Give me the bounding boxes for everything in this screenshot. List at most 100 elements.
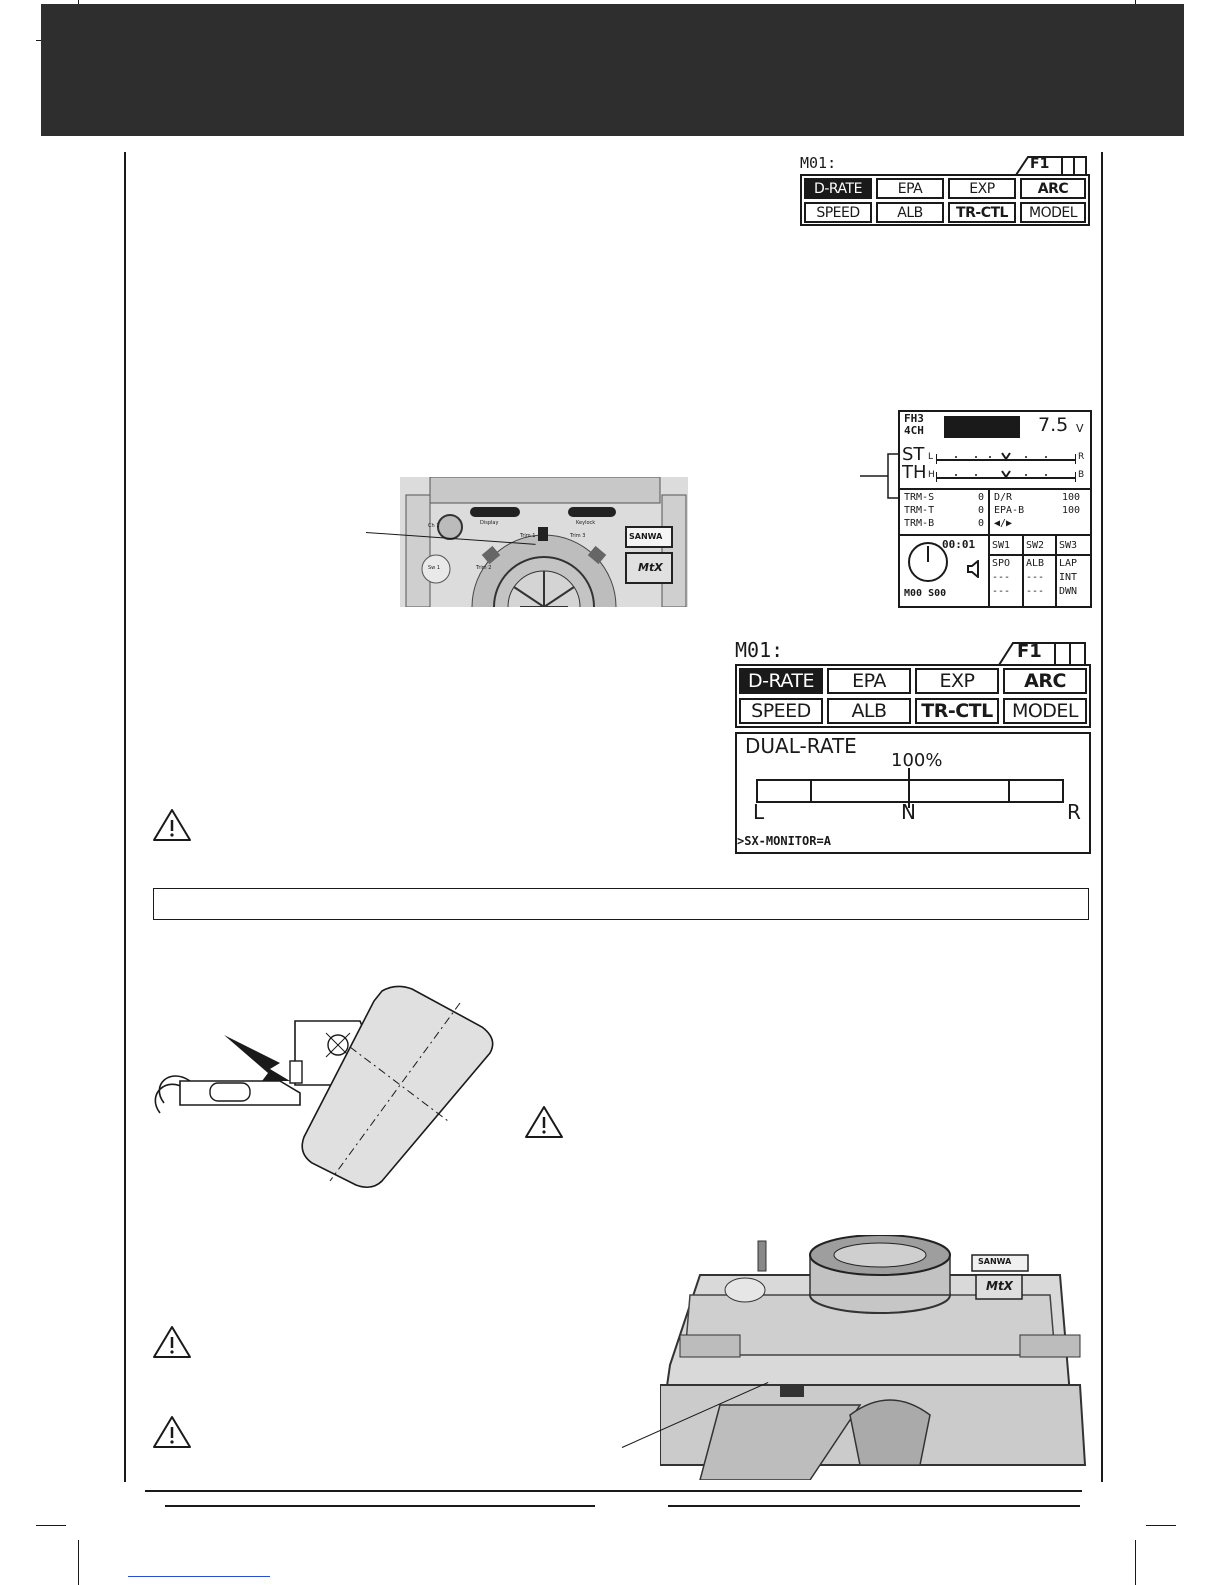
home-th-left: H: [928, 470, 935, 480]
menu-small-epa[interactable]: EPA: [876, 178, 944, 199]
menu-small-screen: M01: F1 D-RATE EPA EXP ARC SPEED ALB TR-…: [800, 154, 1092, 226]
transmitter-bottom-drawing: [660, 1235, 1087, 1480]
menu-small-model-label: M01:: [800, 154, 837, 172]
photo-label-ch1: Ch 1: [428, 523, 440, 529]
photo-label-trim2: Trim 2: [476, 565, 492, 571]
menu-large-tr-ctl[interactable]: TR-CTL: [915, 698, 999, 724]
home-screen: FH3 4CH 7.5 V ST L R TH H B TRM-S 0 TRM-…: [898, 410, 1092, 608]
menu-small-arc[interactable]: ARC: [1020, 178, 1086, 199]
dual-rate-panel: [735, 732, 1091, 854]
info-epab-value: 100: [1062, 505, 1081, 516]
warning-icon: [525, 1106, 563, 1138]
crop-mark: [36, 1525, 66, 1526]
menu-large-epa[interactable]: EPA: [827, 668, 911, 694]
left-margin-rule: [124, 152, 126, 1482]
sw3-name: SW3: [1059, 540, 1078, 551]
trim-b-name: TRM-B: [904, 518, 935, 529]
servo-diagram: [154, 985, 494, 1189]
sw1-name: SW1: [992, 540, 1011, 551]
menu-large-page-tab[interactable]: F1: [1017, 641, 1042, 662]
section-heading-box: [153, 888, 1089, 920]
menu-large-frame: [735, 664, 1091, 728]
st-th-bracket: [860, 453, 898, 499]
footer-rule-left: [165, 1505, 595, 1507]
warning-icon: [153, 1326, 191, 1358]
menu-large-arc[interactable]: ARC: [1003, 668, 1087, 694]
home-system-line1: FH3: [904, 412, 924, 425]
info-epab-name: EPA-B: [994, 505, 1025, 516]
home-st-left: L: [928, 452, 934, 462]
dual-rate-monitor-line: >SX-MONITOR=A: [737, 834, 831, 848]
menu-large-model-label: M01:: [735, 638, 784, 662]
home-timer: 00:01: [942, 538, 976, 551]
photo-label-display: Display: [480, 520, 499, 526]
menu-large-alb[interactable]: ALB: [827, 698, 911, 724]
menu-small-tr-ctl[interactable]: TR-CTL: [948, 202, 1016, 223]
switch-grid-top: [988, 554, 1090, 556]
menu-large-model[interactable]: MODEL: [1003, 698, 1087, 724]
home-th-right: B: [1078, 470, 1085, 480]
dual-rate-bar: [756, 768, 1064, 808]
menu-small-exp[interactable]: EXP: [948, 178, 1016, 199]
home-voltage: 7.5: [1038, 414, 1069, 436]
menu-small-model[interactable]: MODEL: [1020, 202, 1086, 223]
bottom-photo-label-sanwa: SANWA: [978, 1257, 1012, 1266]
photo-label-trim1: Trim 1: [520, 533, 536, 539]
trim-b-value: 0: [978, 518, 985, 529]
info-arrows: ◀/▶: [994, 518, 1013, 529]
home-th-label: TH: [902, 462, 927, 483]
crop-mark: [78, 1540, 79, 1585]
home-system-line2: 4CH: [904, 424, 924, 437]
menu-large-d-rate[interactable]: D-RATE: [739, 668, 823, 694]
menu-large-exp[interactable]: EXP: [915, 668, 999, 694]
speaker-icon: [967, 560, 979, 578]
home-divider-mid: [988, 488, 990, 606]
crop-mark: [1146, 1525, 1176, 1526]
right-margin-rule: [1101, 152, 1103, 1482]
large-page-tab-icon: [998, 642, 1086, 666]
bottom-photo-label-mtx: MtX: [986, 1279, 1013, 1293]
photo-label-trim3: Trim 3: [570, 533, 586, 539]
photo-label-sw1: Sw 1: [428, 565, 441, 571]
home-timer-mode: M00 S00: [904, 588, 947, 599]
transmitter-top-photo: Ch 1 Display Keylock SANWA MtX Sw 1 Trim…: [400, 477, 688, 607]
photo-label-sanwa: SANWA: [629, 532, 663, 541]
sw1-val-2: ---: [992, 572, 1011, 583]
st-th-gauges: [936, 452, 1076, 482]
menu-large-speed[interactable]: SPEED: [739, 698, 823, 724]
sw2-name: SW2: [1026, 540, 1045, 551]
sw3-val-3: DWN: [1059, 586, 1078, 597]
home-divider-1: [900, 488, 1090, 490]
menu-small-alb[interactable]: ALB: [876, 202, 944, 223]
trim-t-value: 0: [978, 505, 985, 516]
dual-rate-right: R: [1067, 800, 1081, 824]
menu-large-screen: M01: F1 D-RATE EPA EXP ARC SPEED ALB TR-…: [735, 638, 1091, 854]
stopwatch-icon: [908, 542, 948, 582]
crop-mark: [1135, 1540, 1136, 1585]
sw3-val-2: INT: [1059, 572, 1078, 583]
menu-small-speed[interactable]: SPEED: [804, 202, 872, 223]
photo-label-keylock: Keylock: [576, 520, 596, 526]
page-tab-icon: [1015, 156, 1087, 176]
home-st-right: R: [1078, 452, 1085, 462]
sw2-val-1: ALB: [1026, 558, 1045, 569]
sw1-val-3: ---: [992, 586, 1011, 597]
menu-small-frame: [800, 174, 1090, 226]
info-dr-name: D/R: [994, 492, 1013, 503]
footer-link-underline[interactable]: [128, 1576, 270, 1577]
switch-grid-v2: [1055, 536, 1057, 606]
sw3-val-1: LAP: [1059, 558, 1078, 569]
footer-rule: [145, 1490, 1082, 1492]
sw2-val-3: ---: [1026, 586, 1045, 597]
footer-rule-right: [668, 1505, 1080, 1507]
home-st-label: ST: [902, 444, 925, 465]
transmitter-bottom-photo: SANWA MtX: [660, 1235, 1098, 1480]
photo-label-mtx: MtX: [638, 561, 663, 574]
dual-rate-value: 100%: [891, 750, 943, 771]
menu-small-d-rate[interactable]: D-RATE: [804, 178, 872, 199]
trim-s-value: 0: [978, 492, 985, 503]
warning-icon: [153, 809, 191, 841]
dual-rate-center: N: [901, 800, 916, 824]
menu-small-page-tab[interactable]: F1: [1030, 156, 1050, 172]
dual-rate-title: DUAL-RATE: [745, 734, 857, 758]
